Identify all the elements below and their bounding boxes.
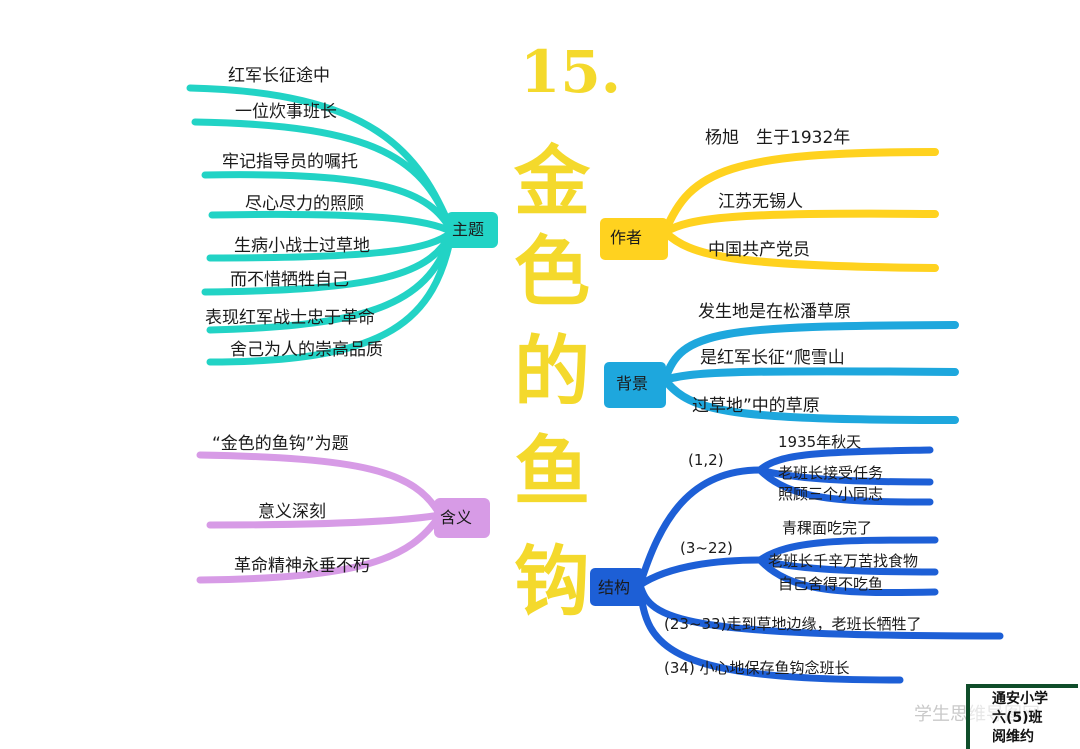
author-item: 江苏无锡人 [718, 192, 803, 212]
theme-hub-label: 主题 [452, 220, 485, 239]
theme-item: 表现红军战士忠于革命 [205, 308, 375, 328]
structure-item: 自己舍得不吃鱼 [778, 575, 884, 593]
hub-patches [434, 212, 668, 606]
structure-group-label: (3~22) [680, 539, 733, 557]
theme-branches [186, 84, 456, 366]
theme-item: 一位炊事班长 [235, 102, 337, 122]
background-hub-label: 背景 [616, 374, 649, 393]
theme-item: 舍己为人的崇高品质 [230, 340, 383, 360]
lesson-number: 15. [520, 38, 621, 106]
title-char-2: 色 [514, 227, 590, 316]
title-char-4: 鱼 [514, 427, 590, 516]
stamp-line: 阅维约 [992, 729, 1034, 745]
title-char-5: 钩 [514, 537, 590, 626]
structure-line: (23~33)走到草地边缘，老班长牺牲了 [664, 615, 922, 633]
meaning-item: “金色的鱼钩”为题 [212, 434, 349, 454]
structure-item: 1935年秋天 [778, 433, 862, 451]
background-item: 过草地”中的草原 [692, 396, 820, 416]
title-char-1: 金 [514, 137, 590, 226]
structure-item: 老班长接受任务 [778, 464, 884, 482]
structure-group-label: (1,2) [688, 451, 724, 469]
structure-line: (34) 小心地保存鱼钩念班长 [664, 659, 850, 677]
meaning-item: 革命精神永垂不朽 [234, 556, 370, 576]
meaning-hub-label: 含义 [440, 508, 473, 527]
stamp-line: 六(5)班 [992, 710, 1043, 726]
background-branches [661, 321, 959, 424]
theme-item: 牢记指导员的嘱托 [222, 152, 358, 172]
author-item: 中国共产党员 [708, 240, 810, 260]
author-branches [661, 148, 939, 272]
theme-item: 生病小战士过草地 [234, 236, 370, 256]
structure-branches [636, 446, 1004, 684]
author-hub-label: 作者 [610, 228, 643, 247]
theme-item: 红军长征途中 [228, 66, 330, 86]
structure-item: 老班长千辛万苦找食物 [768, 552, 919, 570]
background-item: 发生地是在松潘草原 [698, 302, 851, 322]
stamp-line: 通安小学 [992, 691, 1048, 707]
author-item: 杨旭 生于1932年 [705, 128, 851, 148]
theme-item: 尽心尽力的照顾 [245, 194, 364, 214]
structure-hub-label: 结构 [598, 578, 631, 597]
theme-item: 而不惜牺牲自己 [230, 270, 349, 290]
class-stamp: 通安小学 六(5)班 阅维约 [966, 684, 1078, 749]
title-char-3: 的 [514, 327, 590, 416]
meaning-branches [196, 451, 444, 584]
structure-item: 青稞面吃完了 [782, 519, 873, 537]
meaning-item: 意义深刻 [258, 502, 326, 522]
structure-item: 照顾三个小同志 [778, 485, 884, 503]
background-item: 是红军长征“爬雪山 [700, 348, 845, 368]
